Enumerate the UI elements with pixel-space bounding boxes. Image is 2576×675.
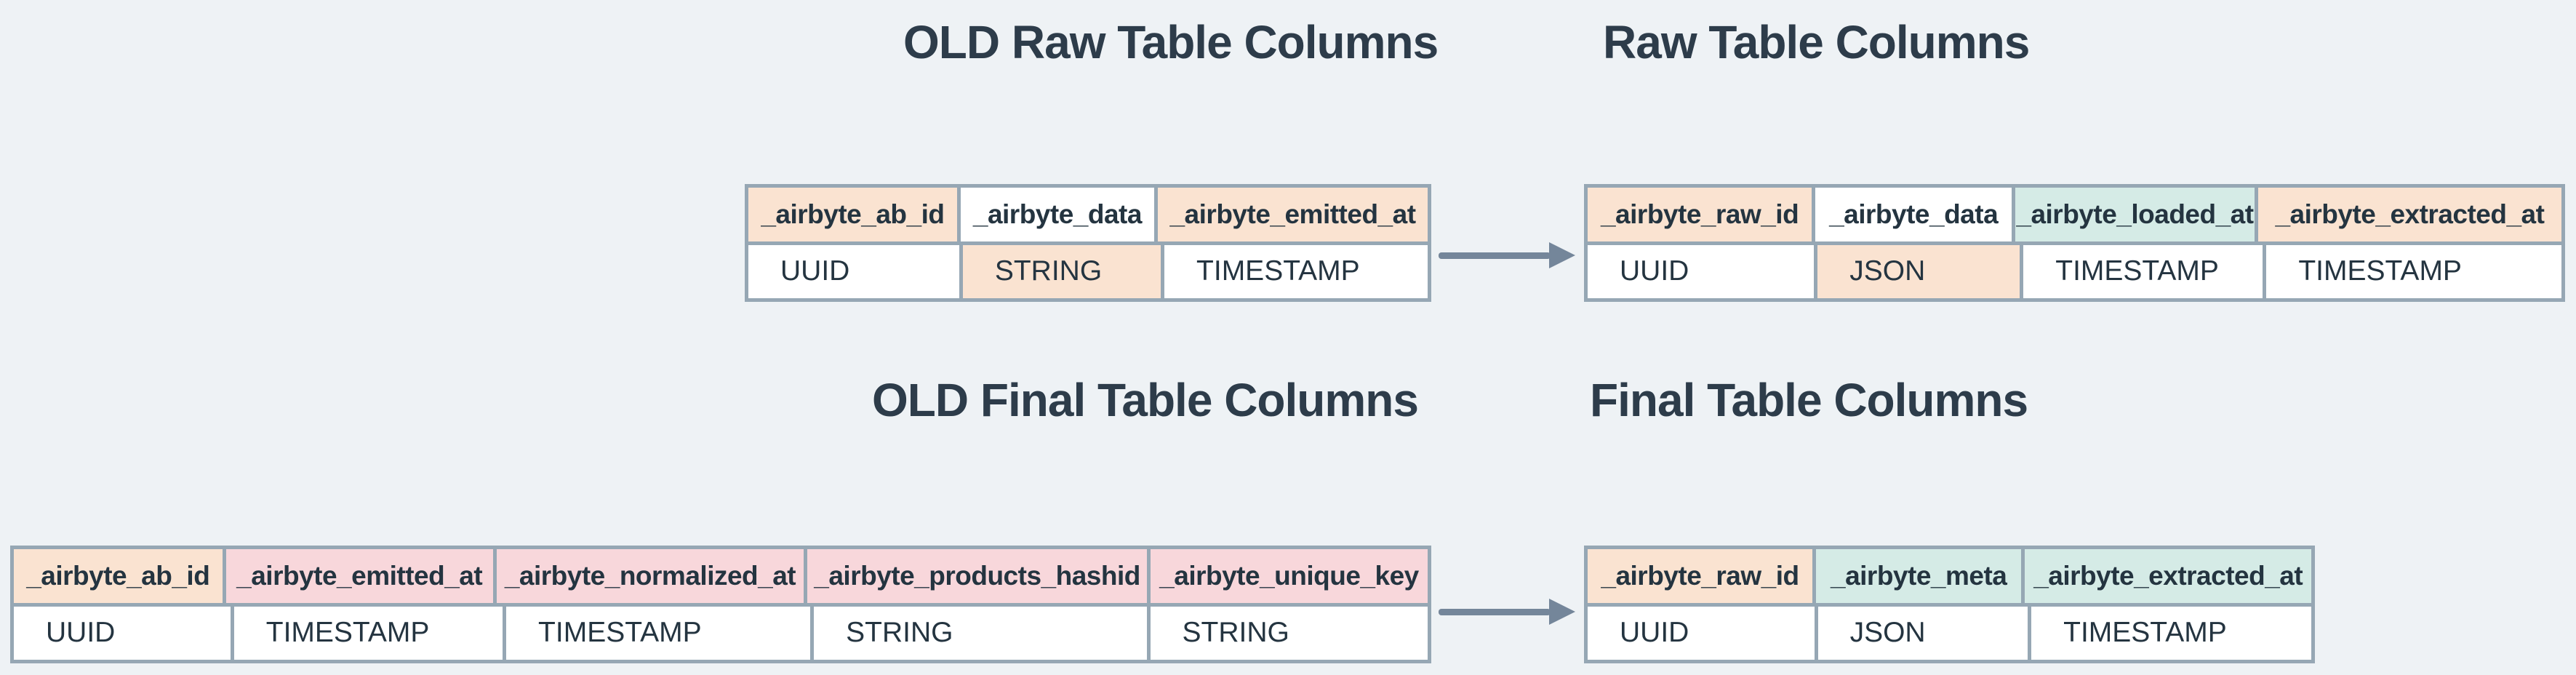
raw-header-row: _airbyte_raw_id _airbyte_data _airbyte_l…	[1588, 188, 2562, 241]
old-final-type-row: UUID TIMESTAMP TIMESTAMP STRING STRING	[14, 606, 1428, 660]
old-raw-table-title: OLD Raw Table Columns	[903, 16, 1439, 68]
column-header-cell: _airbyte_extracted_at	[2257, 188, 2562, 241]
column-type-cell: TIMESTAMP	[2031, 606, 2311, 660]
raw-table: _airbyte_raw_id _airbyte_data _airbyte_l…	[1584, 184, 2565, 302]
column-type-cell: JSON	[1817, 606, 2028, 660]
column-header-cell: _airbyte_data	[1815, 188, 2012, 241]
arrow-head-icon	[1549, 242, 1575, 268]
column-type-cell: TIMESTAMP	[506, 606, 811, 660]
column-type-cell: JSON	[1817, 244, 2020, 298]
column-header-cell: _airbyte_loaded_at	[2015, 188, 2255, 241]
raw-type-row: UUID JSON TIMESTAMP TIMESTAMP	[1588, 244, 2561, 298]
final-header-row: _airbyte_raw_id _airbyte_meta _airbyte_e…	[1588, 549, 2311, 603]
final-type-row: UUID JSON TIMESTAMP	[1588, 606, 2311, 660]
arrow-head-icon	[1549, 599, 1575, 625]
column-type-cell: TIMESTAMP	[1164, 244, 1428, 298]
column-type-cell: TIMESTAMP	[233, 606, 503, 660]
column-type-cell: STRING	[1150, 606, 1428, 660]
column-header-cell: _airbyte_extracted_at	[2025, 549, 2311, 603]
final-table-title: Final Table Columns	[1590, 374, 2028, 426]
final-table: _airbyte_raw_id _airbyte_meta _airbyte_e…	[1584, 546, 2315, 663]
column-type-cell: UUID	[1588, 606, 1815, 660]
column-type-cell: UUID	[748, 244, 959, 298]
column-type-cell: UUID	[1588, 244, 1815, 298]
old-final-table-title: OLD Final Table Columns	[872, 374, 1419, 426]
column-type-cell: TIMESTAMP	[2023, 244, 2263, 298]
column-header-cell: _airbyte_products_hashid	[807, 549, 1147, 603]
column-header-cell: _airbyte_raw_id	[1588, 188, 1812, 241]
column-header-cell: _airbyte_meta	[1815, 549, 2022, 603]
column-header-cell: _airbyte_emitted_at	[225, 549, 493, 603]
column-header-cell: _airbyte_normalized_at	[496, 549, 804, 603]
old-final-header-row: _airbyte_ab_id _airbyte_emitted_at _airb…	[14, 549, 1428, 603]
column-header-cell: _airbyte_ab_id	[14, 549, 223, 603]
column-type-cell: STRING	[814, 606, 1147, 660]
old-raw-table: _airbyte_ab_id _airbyte_data _airbyte_em…	[745, 184, 1431, 302]
column-header-cell: _airbyte_raw_id	[1588, 549, 1812, 603]
raw-table-title: Raw Table Columns	[1603, 16, 2030, 68]
old-raw-type-row: UUID STRING TIMESTAMP	[748, 244, 1428, 298]
column-type-cell: STRING	[962, 244, 1161, 298]
column-type-cell: TIMESTAMP	[2266, 244, 2561, 298]
column-header-cell: _airbyte_data	[960, 188, 1155, 241]
arrow-line	[1439, 608, 1551, 615]
old-final-table: _airbyte_ab_id _airbyte_emitted_at _airb…	[10, 546, 1431, 663]
arrow-line	[1439, 252, 1551, 259]
raw-migration-arrow	[1439, 242, 1575, 268]
column-header-cell: _airbyte_unique_key	[1150, 549, 1428, 603]
column-header-cell: _airbyte_ab_id	[748, 188, 957, 241]
old-raw-header-row: _airbyte_ab_id _airbyte_data _airbyte_em…	[748, 188, 1428, 241]
column-header-cell: _airbyte_emitted_at	[1158, 188, 1428, 241]
column-type-cell: UUID	[14, 606, 231, 660]
final-migration-arrow	[1439, 599, 1575, 625]
